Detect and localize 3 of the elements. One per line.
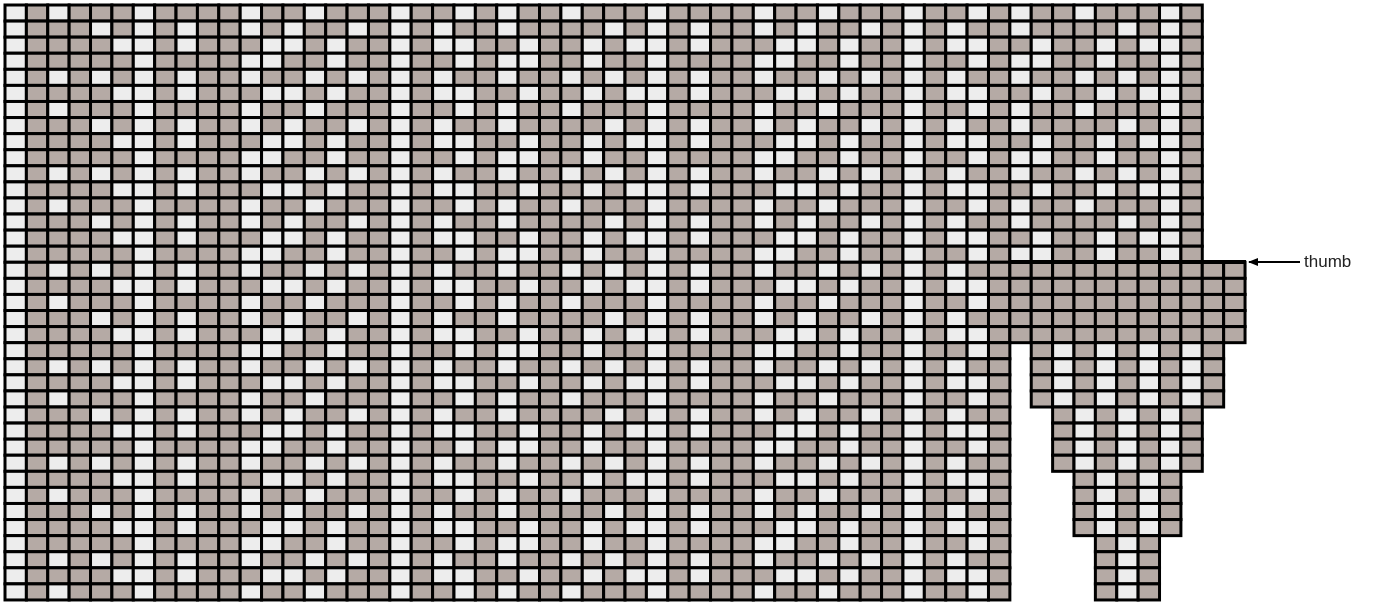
thumb-line (1010, 260, 1246, 264)
leader-arrow (1248, 258, 1301, 266)
part-label: thumb (1304, 252, 1352, 272)
